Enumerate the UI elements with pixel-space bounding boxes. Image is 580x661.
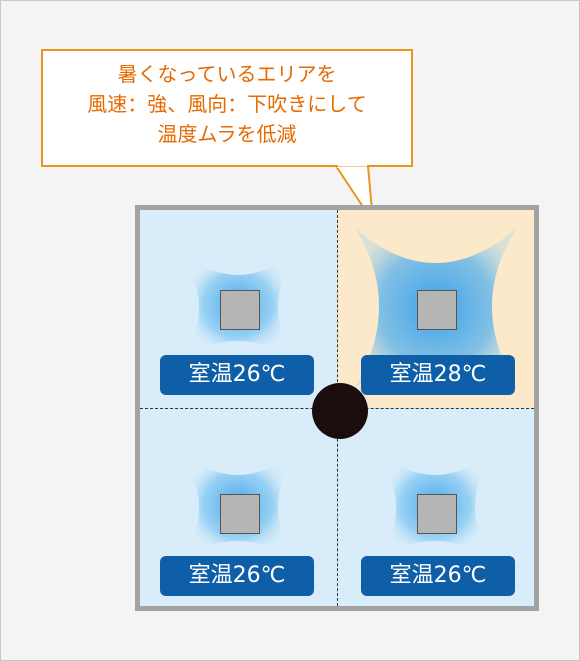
callout-box (41, 49, 413, 167)
ceiling-ac-unit-icon (417, 494, 457, 534)
room-top-right-hot: 室温28℃ (337, 210, 534, 408)
room-bottom-left: 室温26℃ (140, 408, 337, 606)
callout-line-1: 暑くなっているエリアを (117, 62, 337, 86)
room-top-left: 室温26℃ (140, 210, 337, 408)
room-temp-label: 室温26℃ (160, 556, 314, 596)
floor-plan: 室温26℃ 室温28℃ (135, 205, 539, 611)
ceiling-ac-unit-icon (417, 290, 457, 330)
callout-text: 暑くなっているエリアを 風速：強、風向：下吹きにして 温度ムラを低減 (41, 59, 413, 149)
room-bottom-right: 室温26℃ (337, 408, 534, 606)
room-temp-label: 室温26℃ (160, 355, 314, 395)
callout-line-2: 風速：強、風向：下吹きにして (87, 92, 367, 116)
room-temp-label: 室温26℃ (361, 556, 515, 596)
ceiling-ac-unit-icon (220, 290, 260, 330)
column-pillar-icon (312, 383, 368, 439)
room-temp-label: 室温28℃ (361, 355, 515, 395)
ceiling-ac-unit-icon (220, 494, 260, 534)
callout-line-3: 温度ムラを低減 (157, 122, 297, 146)
